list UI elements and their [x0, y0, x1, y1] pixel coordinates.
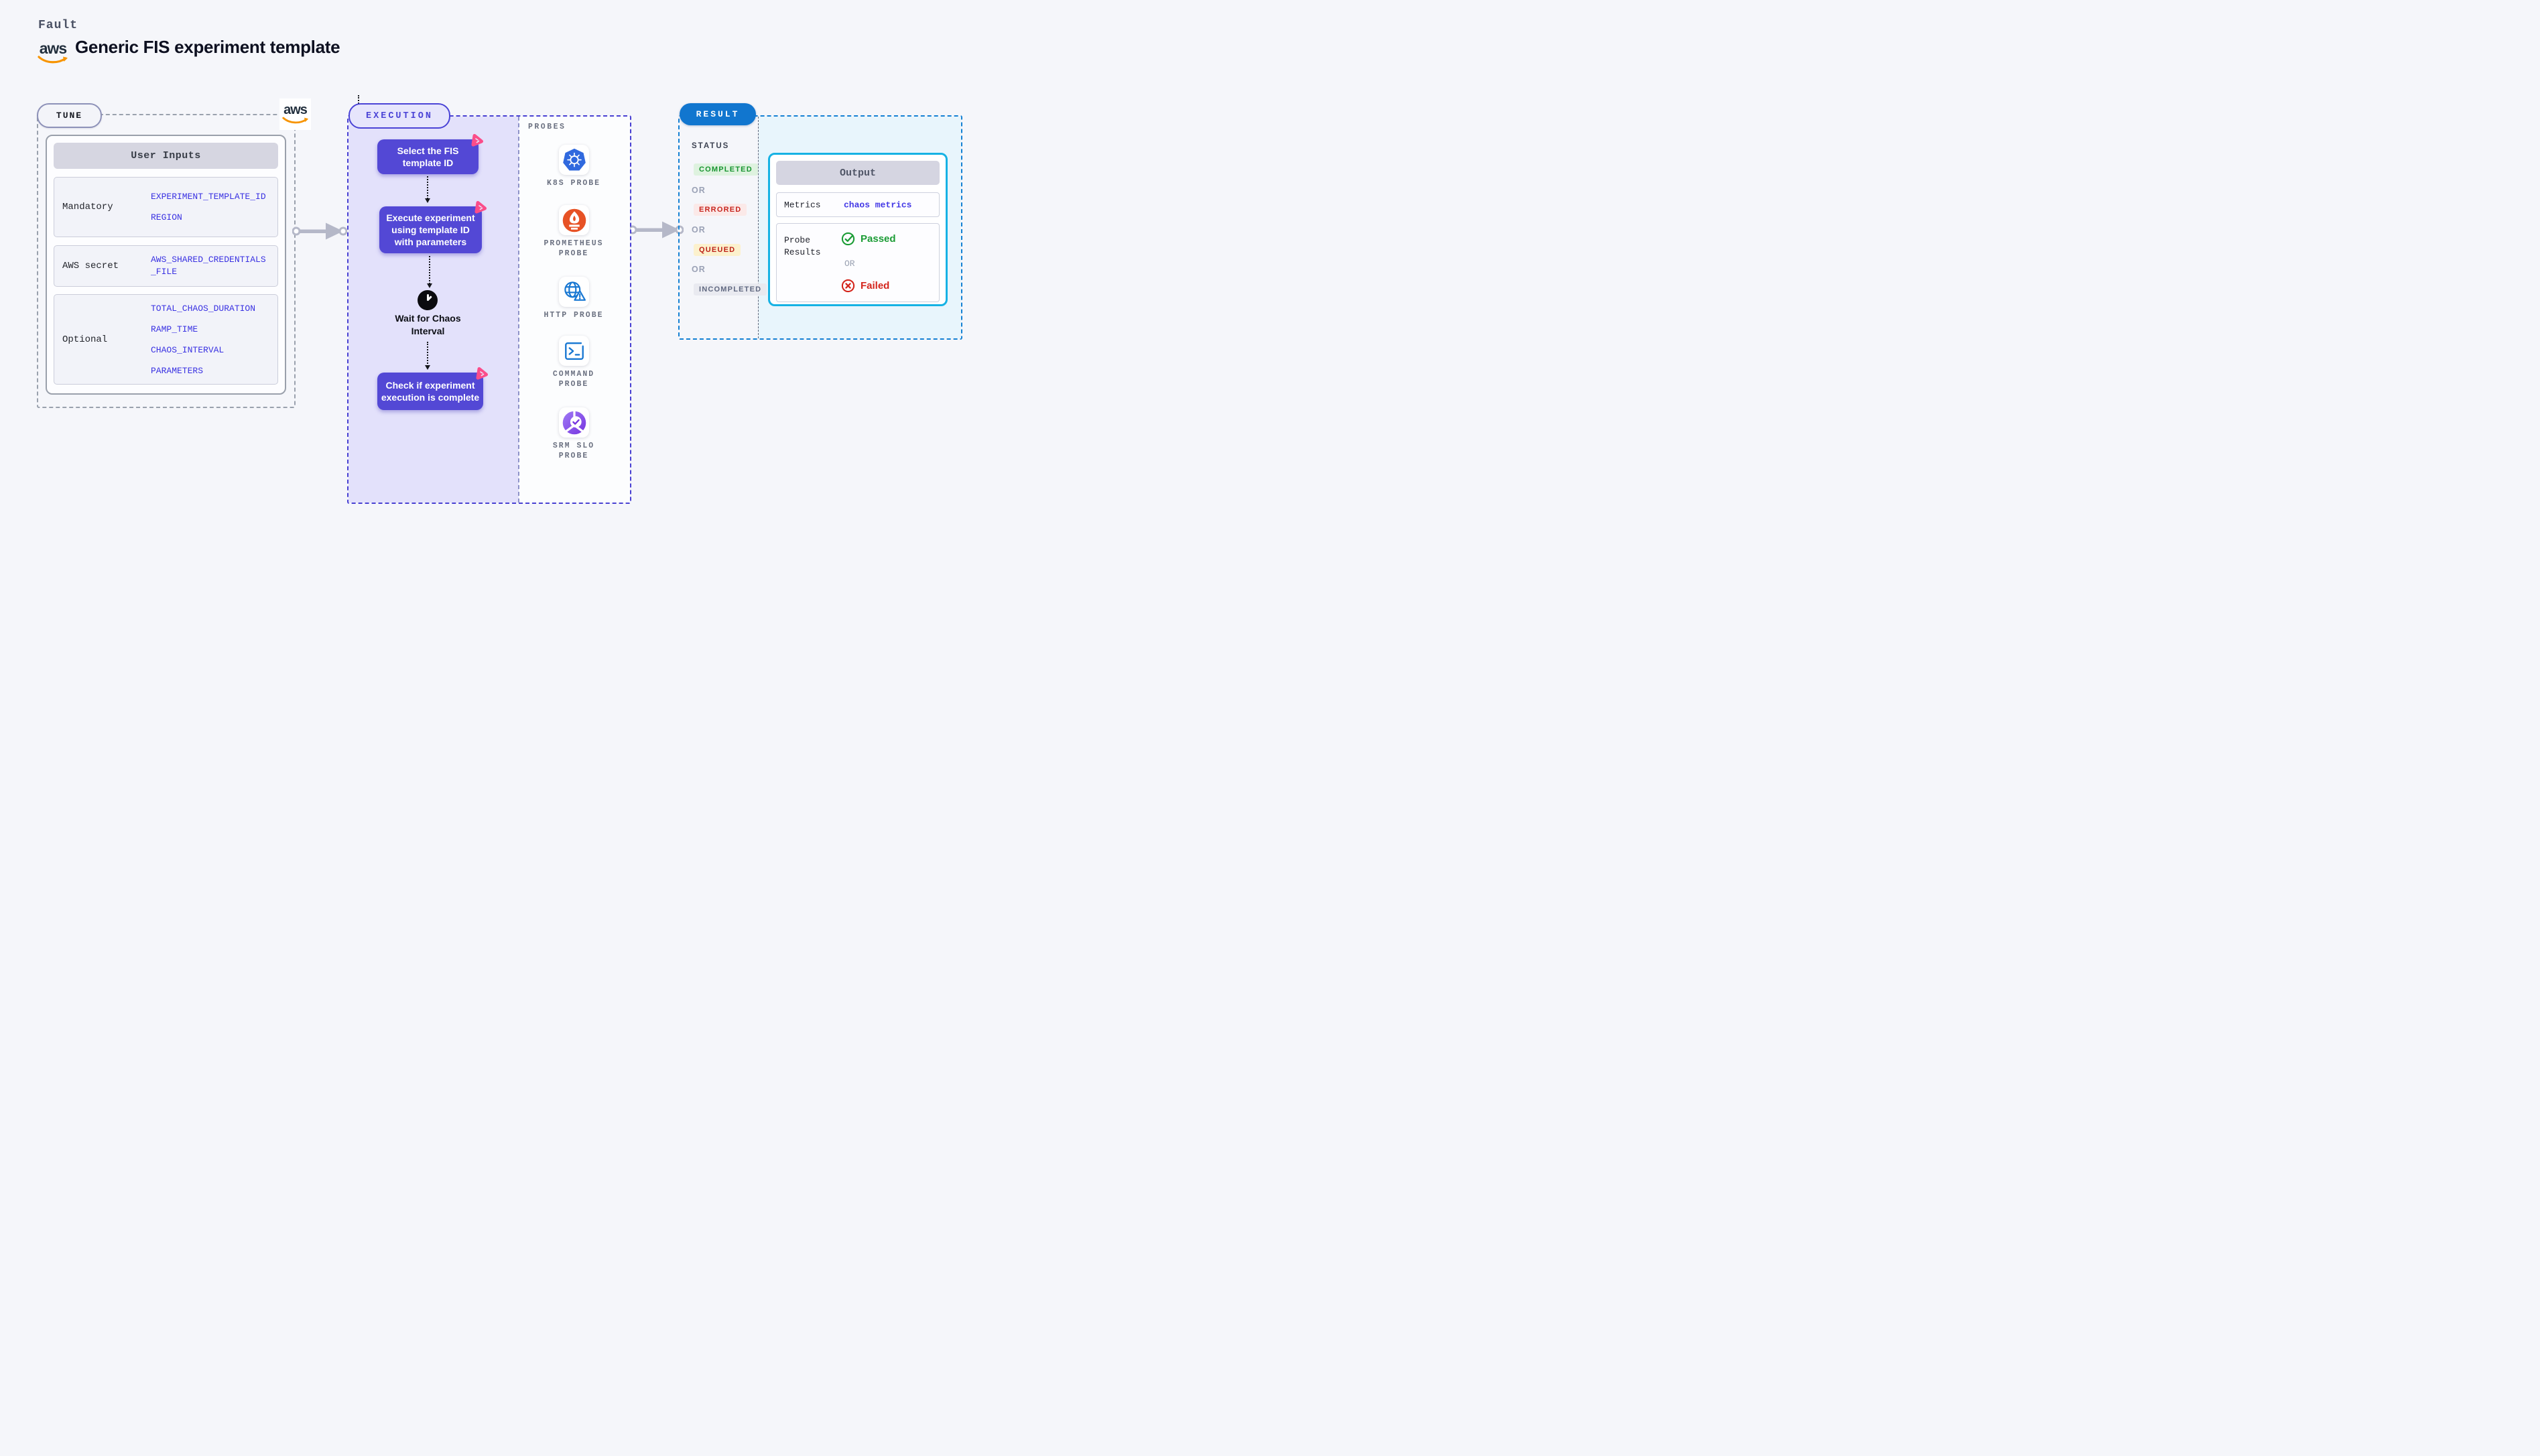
kubernetes-icon [562, 148, 586, 171]
probe-label-srm-slo: SRM SLO PROBE [552, 442, 595, 460]
check-circle-icon [841, 232, 855, 246]
probe-card-prometheus[interactable] [559, 205, 589, 235]
table-row-aws-secret: AWS secret AWS_SHARED_CREDENTIALS _FILE [54, 245, 278, 287]
connector-arrow-1 [425, 176, 430, 203]
user-inputs-header: User Inputs [54, 143, 278, 169]
probes-to-result-arrow [629, 221, 684, 239]
http-globe-icon [564, 281, 586, 301]
wait-step-label: Wait for Chaos Interval [395, 313, 461, 336]
connector-arrow-2 [427, 256, 432, 288]
table-row-mandatory: Mandatory EXPERIMENT_TEMPLATE_ID REGION [54, 177, 278, 237]
output-row-probe-results: Probe Results Passed OR Failed [776, 223, 940, 302]
row-label: AWS secret [62, 261, 119, 271]
failed-label: Failed [861, 280, 890, 291]
chaos-badge-icon [471, 134, 483, 147]
aws-smile-icon [38, 56, 68, 64]
execution-top-stub [358, 95, 359, 104]
execution-pill-label: EXECUTION [366, 111, 433, 121]
probe-card-srm-slo[interactable] [559, 407, 589, 438]
status-badge-errored: ERRORED [694, 204, 747, 216]
output-row-metrics: Metrics chaos metrics [776, 192, 940, 217]
probes-title: PROBES [528, 123, 566, 131]
tune-to-execution-arrow [292, 222, 347, 240]
output-table-header: Output [776, 161, 940, 185]
execution-probes-divider [518, 117, 519, 503]
tune-pill-label: TUNE [56, 111, 83, 121]
slo-pie-icon [562, 410, 586, 434]
or-label: OR [692, 265, 706, 274]
or-label: OR [844, 259, 855, 269]
probes-area [519, 117, 630, 503]
execution-area [348, 117, 519, 503]
status-badge-queued: QUEUED [694, 244, 741, 256]
page-title: Generic FIS experiment template [75, 37, 340, 57]
probe-card-command[interactable] [559, 336, 589, 366]
result-pill-label: RESULT [696, 109, 740, 119]
execution-probes-box [347, 115, 631, 504]
execution-section-pill[interactable]: EXECUTION [348, 103, 450, 129]
connector-arrow-3 [425, 342, 430, 370]
chaos-badge-icon [476, 367, 488, 380]
tune-section-pill[interactable]: TUNE [37, 103, 102, 128]
probe-card-http[interactable] [559, 277, 589, 307]
x-circle-icon [841, 279, 855, 293]
output-table: Output Metrics chaos metrics Probe Resul… [768, 153, 948, 306]
aws-logo: aws [36, 40, 70, 64]
node-check-complete[interactable]: Check if experiment execution is complet… [377, 367, 488, 410]
probe-label-prometheus: PROMETHEUS PROBE [544, 239, 604, 258]
status-badge-incompleted: INCOMPLETED [694, 283, 767, 295]
row-values: AWS_SHARED_CREDENTIALS _FILE [151, 255, 266, 277]
status-title: STATUS [692, 142, 730, 150]
aws-smile-icon [281, 117, 308, 124]
tune-section-box [37, 114, 296, 408]
prometheus-icon [562, 208, 586, 232]
status-badge-completed: COMPLETED [694, 163, 758, 176]
probe-label-http: HTTP PROBE [544, 311, 604, 320]
brand-label: Fault [38, 19, 78, 32]
probe-label-command: COMMAND PROBE [552, 370, 595, 389]
probe-card-k8s[interactable] [559, 145, 589, 175]
probe-label-k8s: K8S PROBE [546, 179, 601, 188]
or-label: OR [692, 186, 706, 195]
terminal-icon [564, 342, 584, 360]
row-values: TOTAL_CHAOS_DURATION RAMP_TIME CHAOS_INT… [151, 303, 256, 376]
passed-label: Passed [861, 233, 896, 245]
aws-logo-corner: aws [279, 103, 311, 125]
clock-icon [418, 290, 438, 310]
metrics-label: Metrics [784, 200, 821, 210]
aws-logo-text: aws [39, 40, 67, 57]
or-label: OR [692, 225, 706, 235]
user-inputs-table: User Inputs Mandatory EXPERIMENT_TEMPLAT… [46, 135, 286, 395]
failed-item: Failed [841, 279, 889, 293]
aws-corner-patch: aws [279, 98, 311, 130]
row-label: Mandatory [62, 202, 113, 212]
chaos-badge-icon [474, 201, 487, 214]
result-divider [758, 117, 759, 338]
probe-results-label: Probe Results [784, 235, 821, 257]
result-section-pill[interactable]: RESULT [680, 103, 756, 125]
passed-item: Passed [841, 232, 896, 246]
diagram-canvas: Fault aws Generic FIS experiment templat… [0, 0, 1051, 602]
node-select-template[interactable]: Select the FIS template ID [377, 134, 483, 174]
node-execute-experiment[interactable]: Execute experiment using template ID wit… [379, 201, 487, 253]
row-label: Optional [62, 334, 108, 345]
table-row-optional: Optional TOTAL_CHAOS_DURATION RAMP_TIME … [54, 294, 278, 385]
metrics-value[interactable]: chaos metrics [844, 200, 912, 210]
row-values: EXPERIMENT_TEMPLATE_ID REGION [151, 192, 266, 222]
